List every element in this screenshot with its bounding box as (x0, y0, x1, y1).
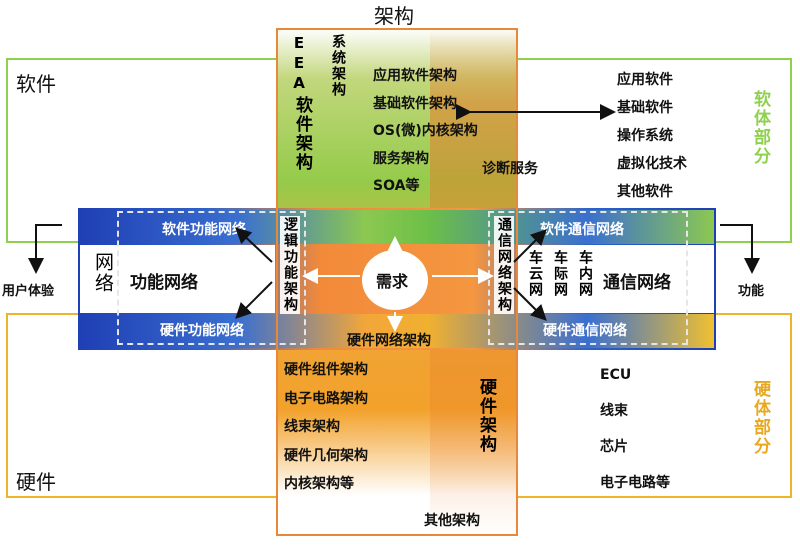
hardware-arch-list: 硬件组件架构 电子电路架构 线束架构 硬件几何架构 内核架构等 (284, 356, 368, 499)
vehicle-vehicle-label: 车际网 (552, 250, 568, 298)
software-part-item: 基础软件 (617, 100, 673, 116)
hardware-part-item: ECU (600, 367, 632, 383)
arrow-to-sw-comm (513, 229, 547, 263)
arrow-to-sw-functional (235, 227, 273, 263)
software-corner-label: 软件 (16, 72, 56, 96)
hardware-arch-item: 硬件几何架构 (284, 447, 368, 464)
function-label: 功能 (738, 284, 765, 299)
logic-function-arch-label: 逻辑功能架构 (280, 216, 300, 314)
hardware-part-item: 芯片 (600, 439, 628, 455)
software-part-item: 其他软件 (617, 184, 673, 200)
sw-comm-network-label: 软件通信网络 (540, 222, 624, 238)
hw-comm-network-label: 硬件通信网络 (543, 323, 627, 339)
software-part-label: 软体部分 (750, 90, 770, 166)
network-band-middle (80, 245, 275, 313)
software-arch-item: OS(微)内核架构 (373, 123, 478, 139)
software-arch-item: 基础软件架构 (373, 95, 457, 112)
software-part-item: 操作系统 (617, 128, 673, 144)
hw-network-arch-label: 硬件网络架构 (347, 333, 431, 349)
hardware-arch-item: 硬件组件架构 (284, 362, 368, 378)
vehicle-cloud-label: 车云网 (527, 250, 543, 298)
functional-network-label: 功能网络 (130, 273, 198, 293)
hardware-corner-label: 硬件 (16, 470, 56, 494)
hardware-part-item: 线束 (600, 403, 628, 419)
eea-letters: EEA (290, 34, 308, 94)
requirement-circle (362, 250, 428, 310)
hardware-part-label: 硬体部分 (750, 380, 770, 456)
software-arch-label: 软件架构 (292, 96, 312, 172)
arrow-to-hw-comm (513, 287, 547, 321)
sw-functional-network-label: 软件功能网络 (162, 222, 246, 238)
hardware-parts-list: ECU 线束 芯片 电子电路等 (600, 357, 670, 501)
other-arch-label: 其他架构 (424, 513, 480, 529)
software-part-item: 应用软件 (617, 72, 673, 88)
hardware-arch-item: 内核架构等 (284, 476, 354, 492)
network-label: 网络 (92, 252, 114, 294)
system-arch-label: 系统架构 (330, 34, 346, 98)
comm-network-label: 通信网络 (603, 273, 671, 293)
requirement-label: 需求 (376, 272, 409, 291)
hardware-part-item: 电子电路等 (600, 475, 670, 491)
network-band-middle-right (518, 245, 714, 313)
arrow-user-experience (28, 224, 62, 274)
hardware-arch-item: 线束架构 (284, 419, 340, 435)
software-part-item: 虚拟化技术 (617, 156, 687, 172)
diagram-title: 架构 (374, 4, 414, 28)
user-experience-label: 用户体验 (2, 284, 55, 299)
software-arch-list: 应用软件架构 基础软件架构 OS(微)内核架构 服务架构 SOA等 (373, 63, 478, 201)
software-arch-item: 服务架构 (373, 150, 429, 167)
arrow-to-hw-functional (235, 281, 273, 319)
software-arch-item: SOA等 (373, 178, 420, 194)
in-vehicle-label: 车内网 (577, 250, 593, 298)
diagnostic-service-label: 诊断服务 (482, 161, 538, 177)
hardware-arch-label: 硬件架构 (476, 378, 496, 454)
comm-network-arch-label: 通信网络架构 (494, 216, 514, 314)
architecture-outline (276, 28, 518, 536)
arrow-function (720, 224, 760, 274)
hardware-arch-item: 电子电路架构 (284, 390, 368, 407)
hw-functional-network-label: 硬件功能网络 (160, 323, 244, 339)
software-arch-item: 应用软件架构 (373, 68, 457, 84)
software-parts-list: 应用软件 基础软件 操作系统 虚拟化技术 其他软件 (617, 66, 687, 206)
